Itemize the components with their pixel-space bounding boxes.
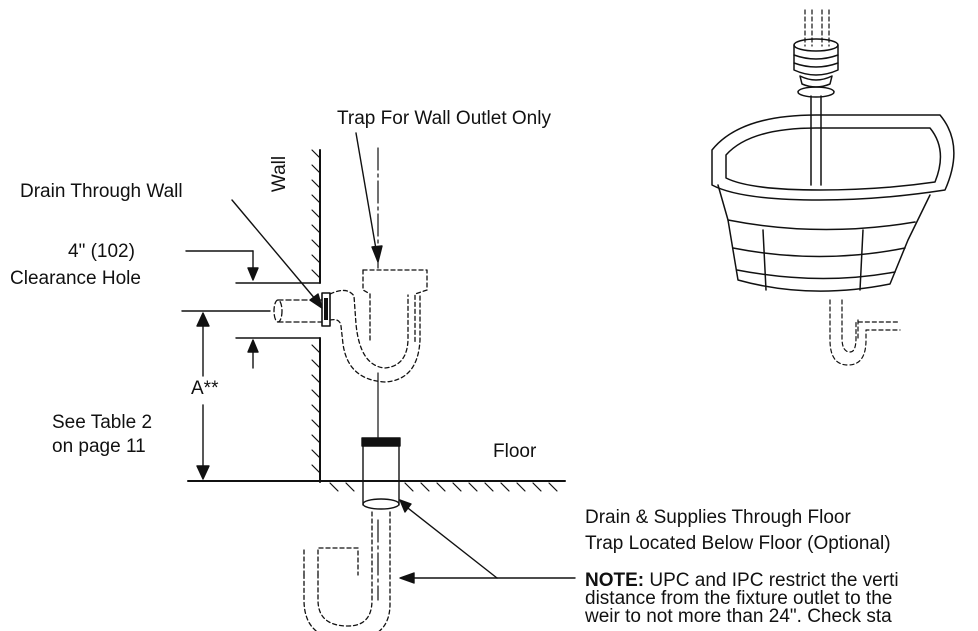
label-clearance-hole: Clearance Hole	[10, 268, 141, 289]
p-trap-below-floor	[303, 511, 391, 631]
floor-drain-pipe	[361, 437, 401, 510]
note-prefix: NOTE:	[585, 570, 645, 591]
clearance-hole-lines	[235, 282, 321, 339]
code-note: NOTE: UPC and IPC restrict the verti dis…	[585, 570, 899, 627]
clearance-dimension	[185, 250, 259, 369]
dimension-a	[181, 310, 271, 480]
label-see-table-line2: on page 11	[52, 436, 146, 457]
floor-structure	[187, 480, 566, 492]
wall-structure	[311, 149, 321, 483]
label-wall: Wall	[269, 155, 291, 193]
note-line3: weir to not more than 24". Check sta	[585, 606, 892, 627]
label-clearance-size: 4" (102)	[68, 241, 135, 262]
label-floor-drain-line2: Trap Located Below Floor (Optional)	[585, 533, 891, 554]
leader-lines	[231, 132, 576, 584]
label-see-table-line1: See Table 2	[52, 412, 153, 433]
note-line2: distance from the fixture outlet to the	[585, 588, 893, 609]
label-drain-through-wall: Drain Through Wall	[20, 181, 183, 202]
note-line1: UPC and IPC restrict the verti	[644, 570, 899, 591]
p-trap-wall-outlet	[329, 269, 428, 383]
drain-wall-flange	[321, 292, 331, 327]
label-trap-wall-outlet: Trap For Wall Outlet Only	[337, 108, 551, 129]
label-dimension-a: A**	[191, 378, 219, 399]
lavatory-illustration	[711, 9, 955, 366]
label-floor: Floor	[493, 441, 537, 462]
label-floor-drain-line1: Drain & Supplies Through Floor	[585, 507, 851, 528]
